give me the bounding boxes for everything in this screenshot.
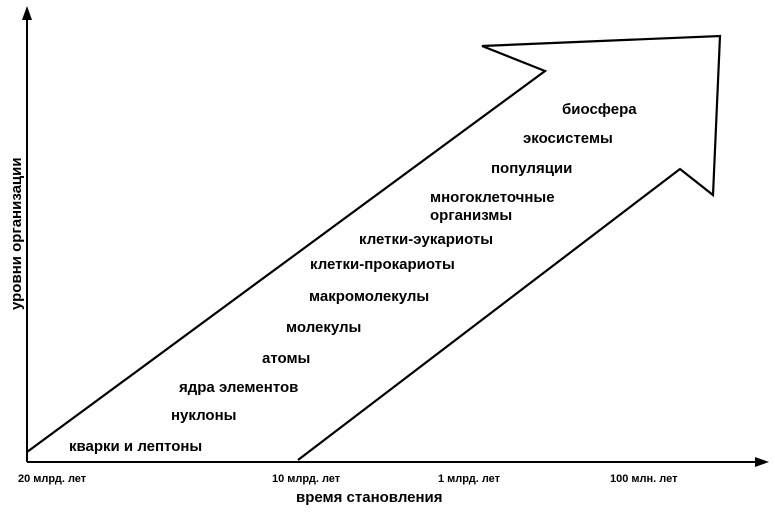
y-axis-arrowhead [22,6,32,20]
level-quarks-leptons: кварки и лептоны [69,438,203,455]
level-multicellular-line1: многоклеточные [430,189,555,206]
level-biosphere: биосфера [562,101,637,118]
level-nucleons: нуклоны [171,407,237,424]
x-tick-20-bn: 20 млрд. лет [18,473,87,485]
x-axis-arrowhead [755,457,769,467]
level-multicellular-line2: организмы [430,207,513,224]
x-axis-title: время становления [296,489,443,506]
evolution-arrow-outline [26,34,722,461]
y-axis-title: уровни организации [8,157,25,310]
level-populations: популяции [491,160,573,177]
level-molecules: молекулы [286,319,362,336]
x-tick-1-bn: 1 млрд. лет [438,473,501,485]
x-tick-10-bn: 10 млрд. лет [272,473,341,485]
level-macromolecules: макромолекулы [309,288,430,305]
level-eukaryotes: клетки-эукариоты [359,231,494,248]
level-prokaryotes: клетки-прокариоты [310,256,455,273]
x-tick-100-mn: 100 млн. лет [610,473,678,485]
level-atoms: атомы [262,350,311,367]
level-ecosystems: экосистемы [523,130,613,147]
level-nuclei: ядра элементов [179,379,299,396]
